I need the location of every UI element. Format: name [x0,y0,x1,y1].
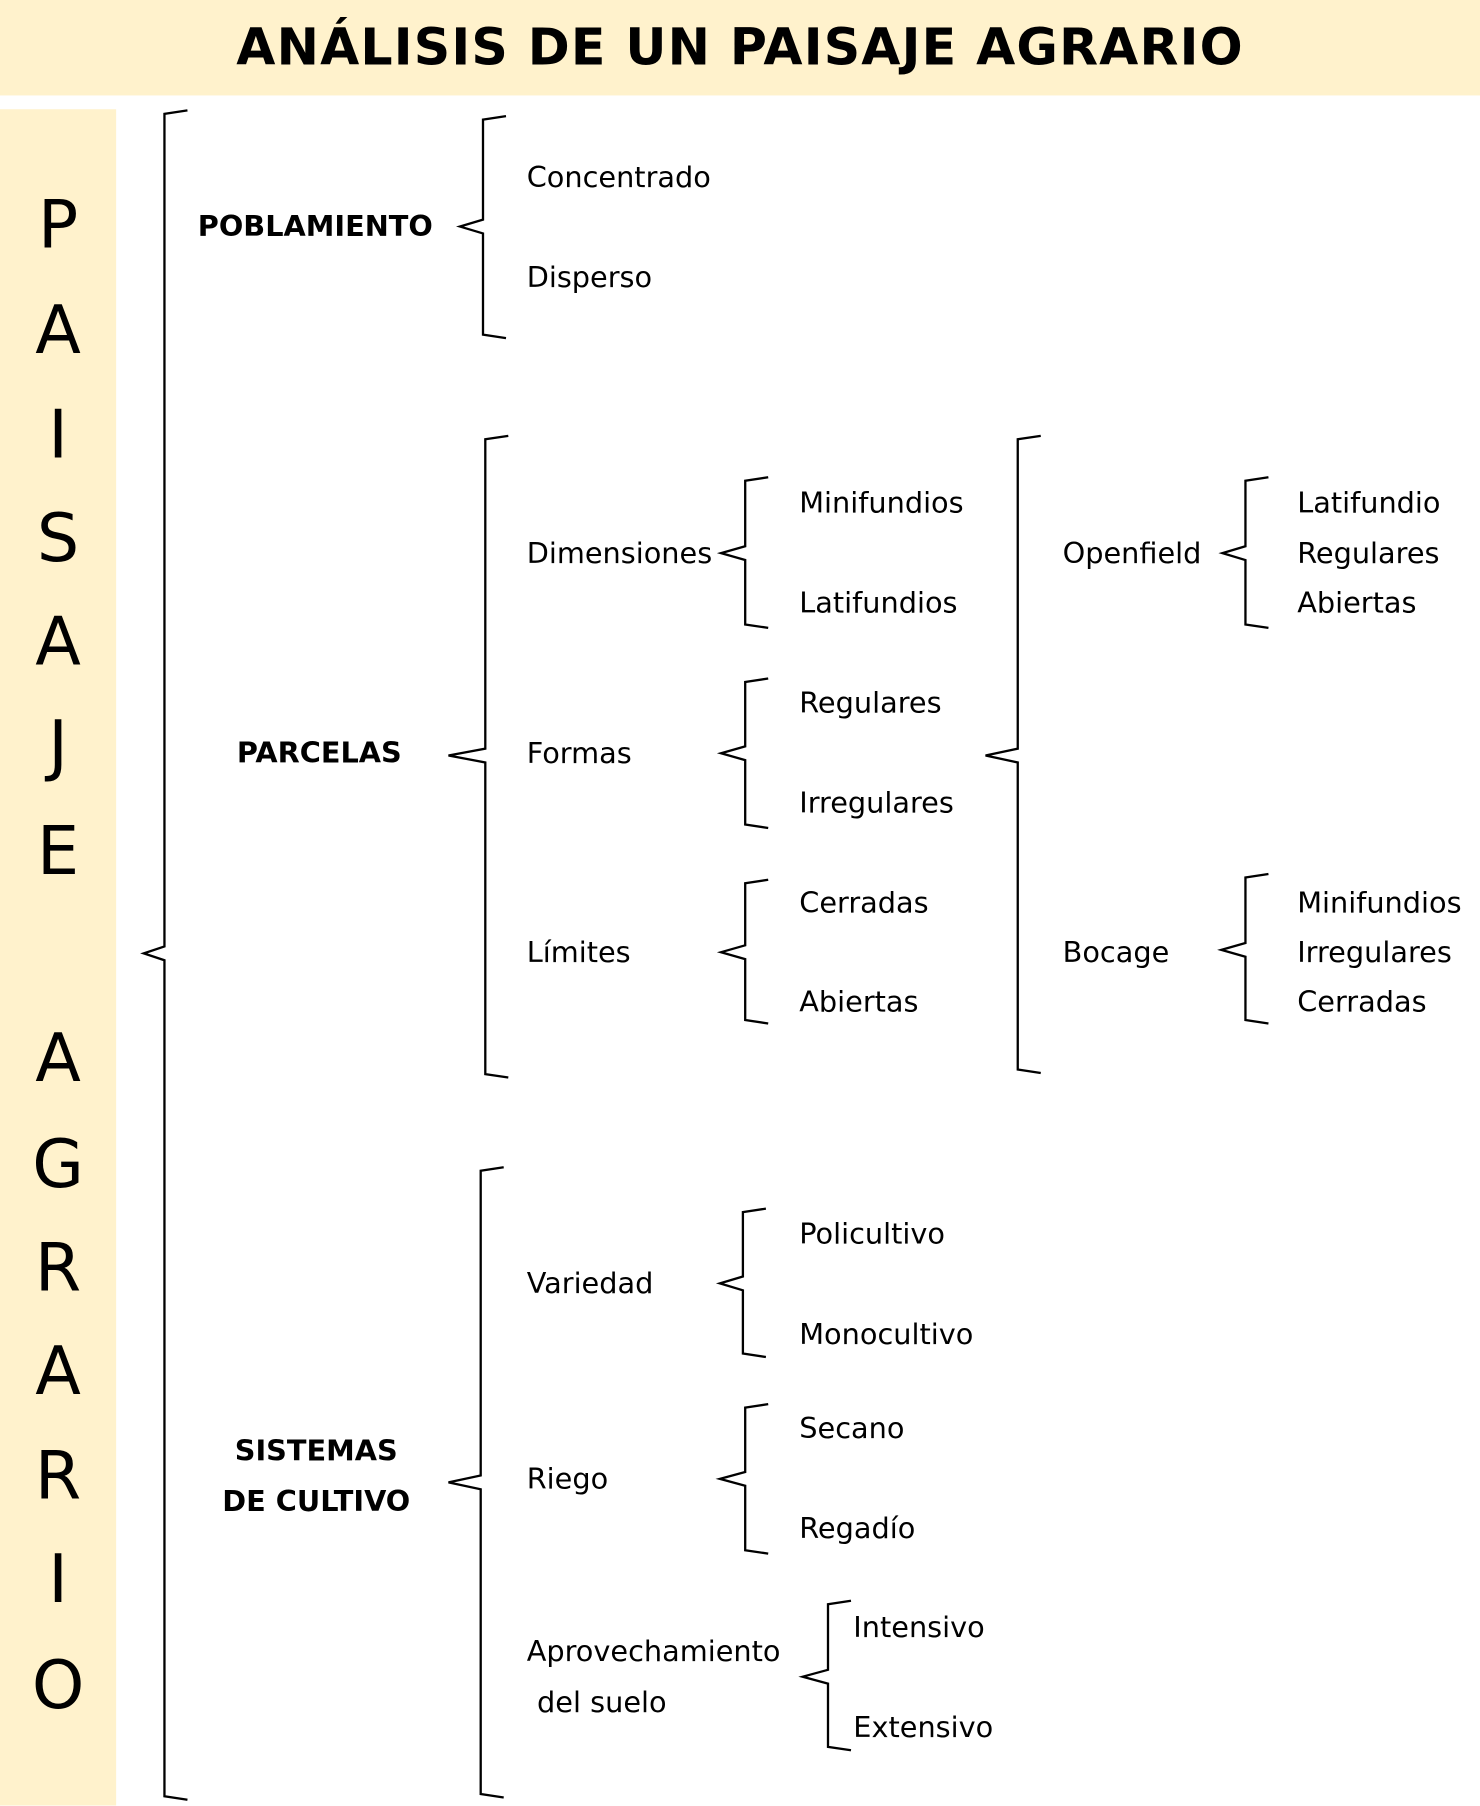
brace-connector [715,1403,769,1555]
brace-connector [716,878,769,1025]
node-item: Minifundios [799,485,964,520]
node-item: Irregulares [1297,935,1452,969]
sistemas-heading-line1: SISTEMAS [234,1434,398,1468]
node-item: Abiertas [1297,585,1417,620]
side-letter: I [48,395,68,474]
side-letter: R [34,1228,82,1307]
brace-connector [140,109,188,1801]
node-label: Dimensiones [526,536,713,570]
side-banner [0,109,117,1806]
node-item: Minifundios [1297,886,1462,920]
node-label: del suelo [537,1685,667,1719]
side-letter: J [48,706,68,785]
brace-connector [716,677,769,830]
node-item: Concentrado [526,160,711,194]
node-item: Monocultivo [799,1317,974,1351]
side-letter: E [36,811,80,891]
side-letter: A [35,290,81,370]
side-letter: G [32,1124,84,1203]
node-item: Cerradas [799,886,929,920]
page-title: ANÁLISIS DE UN PAISAJE AGRARIO [236,18,1244,78]
side-letter: A [35,1331,81,1410]
node-item: Extensivo [853,1710,994,1744]
title-banner [0,0,1480,96]
brace-connector [1217,872,1269,1025]
sistemas-heading-line2: DE CULTIVO [222,1484,411,1518]
side-letter: A [35,602,81,681]
node-item: Latifundios [799,585,958,620]
node-item: Policultivo [799,1217,946,1251]
brace-connector [448,434,509,1079]
side-letter: O [31,1645,85,1724]
node-item: Intensivo [853,1610,985,1644]
node-label: Límites [526,935,631,969]
node-item: Regulares [1297,536,1440,570]
brace-connector [455,115,507,340]
side-letter: S [36,499,80,578]
side-letter: A [35,1018,81,1098]
node-label: Variedad [526,1266,654,1301]
node-label: Formas [526,736,632,770]
node-item: Irregulares [799,786,954,820]
brace-connector [985,434,1041,1075]
brace-connector [1218,476,1269,630]
parcelas-heading: PARCELAS [236,736,402,770]
node-item: Regadío [799,1511,916,1546]
poblamiento-heading: POBLAMIENTO [197,209,433,243]
node-label: Openfield [1062,536,1202,570]
brace-connector [798,1599,852,1752]
side-letter: P [37,185,79,264]
sistemas-heading: SISTEMAS DE CULTIVO [207,1426,426,1527]
brace-connector [448,1166,504,1799]
node-label: Aprovechamiento [526,1634,781,1669]
side-letter: I [48,1539,68,1619]
side-letter: R [34,1436,82,1515]
node-item: Abiertas [799,984,919,1019]
node-label: Riego [526,1462,609,1496]
node-item: Cerradas [1297,984,1427,1019]
node-item: Disperso [526,260,653,294]
node-label: Bocage [1062,935,1170,969]
node-item: Regulares [799,685,942,720]
node-item: Secano [799,1411,905,1445]
brace-connector [715,1207,767,1359]
node-item: Latifundio [1297,485,1441,520]
brace-connector [716,476,769,630]
